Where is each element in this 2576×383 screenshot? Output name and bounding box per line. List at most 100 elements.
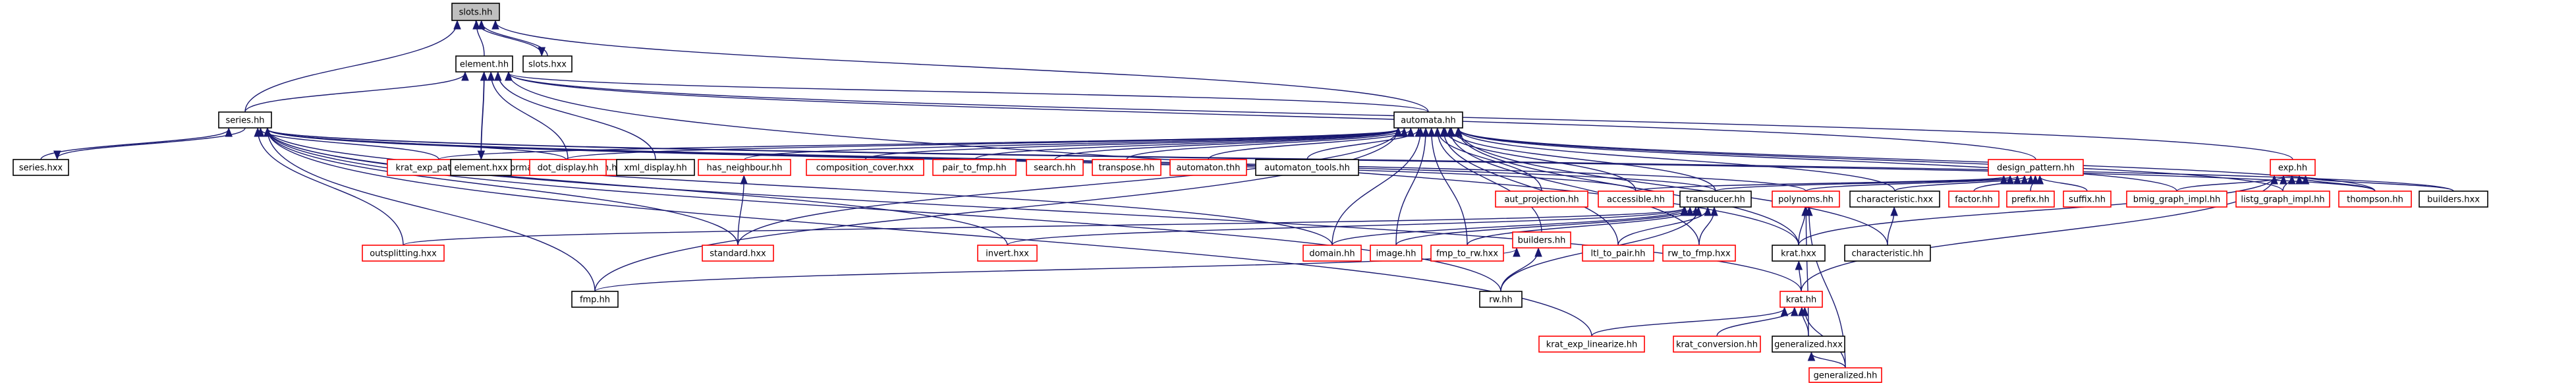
file-node-label: series.hh	[225, 116, 264, 126]
file-node-rw-hh[interactable]: rw.hh	[1479, 291, 1523, 308]
file-node-label: factor.hh	[1955, 195, 1993, 205]
file-node-label: outsplitting.hxx	[370, 249, 437, 259]
dependency-edge	[244, 22, 457, 113]
file-node-krat-hxx[interactable]: krat.hxx	[1772, 245, 1826, 262]
file-node-box	[1479, 291, 1523, 308]
dependency-edge	[1887, 208, 1894, 246]
file-node-factor-hh[interactable]: factor.hh	[1948, 191, 2000, 208]
file-node-box	[702, 245, 774, 262]
file-node-transducer-hh[interactable]: transducer.hh	[1679, 191, 1752, 208]
file-node-box	[698, 159, 791, 176]
file-node-box	[1988, 159, 2084, 176]
file-node-xml-display-hh[interactable]: xml_display.hh	[616, 159, 695, 176]
file-node-box	[1302, 245, 1362, 262]
dependency-edge	[1811, 353, 1846, 368]
dependency-edge	[498, 73, 656, 160]
file-node-image-hh[interactable]: image.hh	[1370, 245, 1422, 262]
file-node-element-hxx[interactable]: element.hxx	[450, 159, 512, 176]
file-node-box	[1255, 159, 1359, 176]
dependency-edge	[1799, 262, 1801, 292]
file-node-label: fmp_to_rw.hxx	[1436, 249, 1498, 259]
file-node-box	[522, 55, 573, 73]
file-node-prefix-hh[interactable]: prefix.hh	[2006, 191, 2055, 208]
dependency-edge	[476, 22, 485, 57]
file-node-label: xml_display.hh	[624, 163, 686, 173]
file-node-ltl-to-pair-hh[interactable]: ltl_to_pair.hh	[1582, 245, 1654, 262]
file-node-suffix-hh[interactable]: suffix.hh	[2063, 191, 2112, 208]
file-node-label: generalized.hxx	[1774, 340, 1843, 350]
dependency-edge	[1798, 177, 2274, 246]
file-node-fmp-to-rw-hxx[interactable]: fmp_to_rw.hxx	[1430, 245, 1504, 262]
file-node-pair-to-fmp-hh[interactable]: pair_to_fmp.hh	[932, 159, 1017, 176]
file-node-box	[1679, 191, 1752, 208]
file-node-polynoms-hh[interactable]: polynoms.hh	[1772, 191, 1840, 208]
file-node-label: domain.hh	[1309, 249, 1355, 259]
file-node-krat-exp-linearize-hh[interactable]: krat_exp_linearize.hh	[1538, 336, 1645, 353]
file-node-thompson-hh[interactable]: thompson.hh	[2338, 191, 2412, 208]
file-node-has-neighbour-hh[interactable]: has_neighbour.hh	[698, 159, 791, 176]
file-node-label: ltl_to_pair.hh	[1591, 249, 1646, 259]
dependency-edge	[267, 129, 1501, 292]
file-node-box	[362, 245, 445, 262]
file-node-automaton-tools-hh[interactable]: automaton_tools.hh	[1255, 159, 1359, 176]
dependency-edge	[1432, 129, 1468, 246]
dependency-edges	[40, 20, 2454, 368]
file-node-label: krat.hh	[1786, 295, 1817, 305]
file-node-listg-graph-impl-hh[interactable]: listg_graph_impl.hh	[2235, 191, 2330, 208]
file-node-search-hh[interactable]: search.hh	[1026, 159, 1084, 176]
file-node-label: builders.hxx	[2427, 195, 2480, 205]
file-node-series-hxx[interactable]: series.hxx	[13, 159, 69, 176]
dependency-edge	[267, 129, 739, 246]
file-node-box	[1772, 336, 1845, 353]
file-node-fmp-hh[interactable]: fmp.hh	[571, 291, 619, 308]
dependency-edge	[244, 73, 465, 113]
file-node-rw-to-fmp-hxx[interactable]: rw_to_fmp.hxx	[1662, 245, 1736, 262]
file-node-box	[450, 159, 512, 176]
dependency-edge	[2282, 177, 2292, 192]
dependency-edge	[1331, 208, 1685, 246]
dependency-edge	[509, 73, 1429, 113]
file-node-exp-hh[interactable]: exp.hh	[2270, 159, 2316, 176]
file-node-design-pattern-hh[interactable]: design_pattern.hh	[1988, 159, 2084, 176]
dependency-edge	[2306, 177, 2454, 192]
file-node-standard-hxx[interactable]: standard.hxx	[702, 245, 774, 262]
file-node-bmig-graph-impl-hh[interactable]: bmig_graph_impl.hh	[2126, 191, 2227, 208]
file-node-characteristic-hh[interactable]: characteristic.hh	[1844, 245, 1931, 262]
file-node-krat-conversion-hh[interactable]: krat_conversion.hh	[1673, 336, 1761, 353]
file-node-label: krat_exp_linearize.hh	[1546, 340, 1637, 350]
file-node-label: element.hxx	[454, 163, 508, 173]
file-node-aut-projection-hh[interactable]: aut_projection.hh	[1495, 191, 1588, 208]
file-node-invert-hxx[interactable]: invert.hxx	[977, 245, 1038, 262]
dependency-edge	[403, 208, 1684, 246]
file-node-composition-cover-hxx[interactable]: composition_cover.hxx	[806, 159, 924, 176]
file-node-generalized-hh[interactable]: generalized.hh	[1808, 367, 1882, 383]
file-node-automaton-thh[interactable]: automaton.thh	[1169, 159, 1247, 176]
dependency-edge	[1458, 129, 1799, 246]
file-node-characteristic-hxx[interactable]: characteristic.hxx	[1849, 191, 1940, 208]
file-node-generalized-hxx[interactable]: generalized.hxx	[1772, 336, 1845, 353]
file-node-outsplitting-hxx[interactable]: outsplitting.hxx	[362, 245, 445, 262]
file-node-slots-hxx[interactable]: slots.hxx	[522, 55, 573, 73]
file-node-label: pair_to_fmp.hh	[942, 163, 1006, 173]
file-node-element-hh[interactable]: element.hh	[455, 55, 513, 73]
file-node-dot-display-hh[interactable]: dot_display.hh	[529, 159, 607, 176]
dependency-edge	[737, 129, 1398, 246]
file-node-label: accessible.hh	[1607, 195, 1665, 205]
file-node-accessible-hh[interactable]: accessible.hh	[1598, 191, 1674, 208]
file-node-automata-hh[interactable]: automata.hh	[1393, 111, 1463, 129]
file-node-krat-hh[interactable]: krat.hh	[1779, 291, 1823, 308]
dependency-edge	[737, 177, 744, 246]
file-node-domain-hh[interactable]: domain.hh	[1302, 245, 1362, 262]
dependency-edge	[1635, 177, 2003, 192]
file-node-builders-hh[interactable]: builders.hh	[1512, 231, 1571, 249]
file-node-box	[2126, 191, 2227, 208]
dependency-edge	[1126, 129, 1404, 160]
file-node-box	[1430, 245, 1504, 262]
file-node-box	[2338, 191, 2412, 208]
file-node-series-hh[interactable]: series.hh	[218, 111, 272, 129]
dependency-edge	[57, 127, 246, 158]
file-node-builders-hxx[interactable]: builders.hxx	[2419, 191, 2488, 208]
file-node-transpose-hh[interactable]: transpose.hh	[1092, 159, 1162, 176]
